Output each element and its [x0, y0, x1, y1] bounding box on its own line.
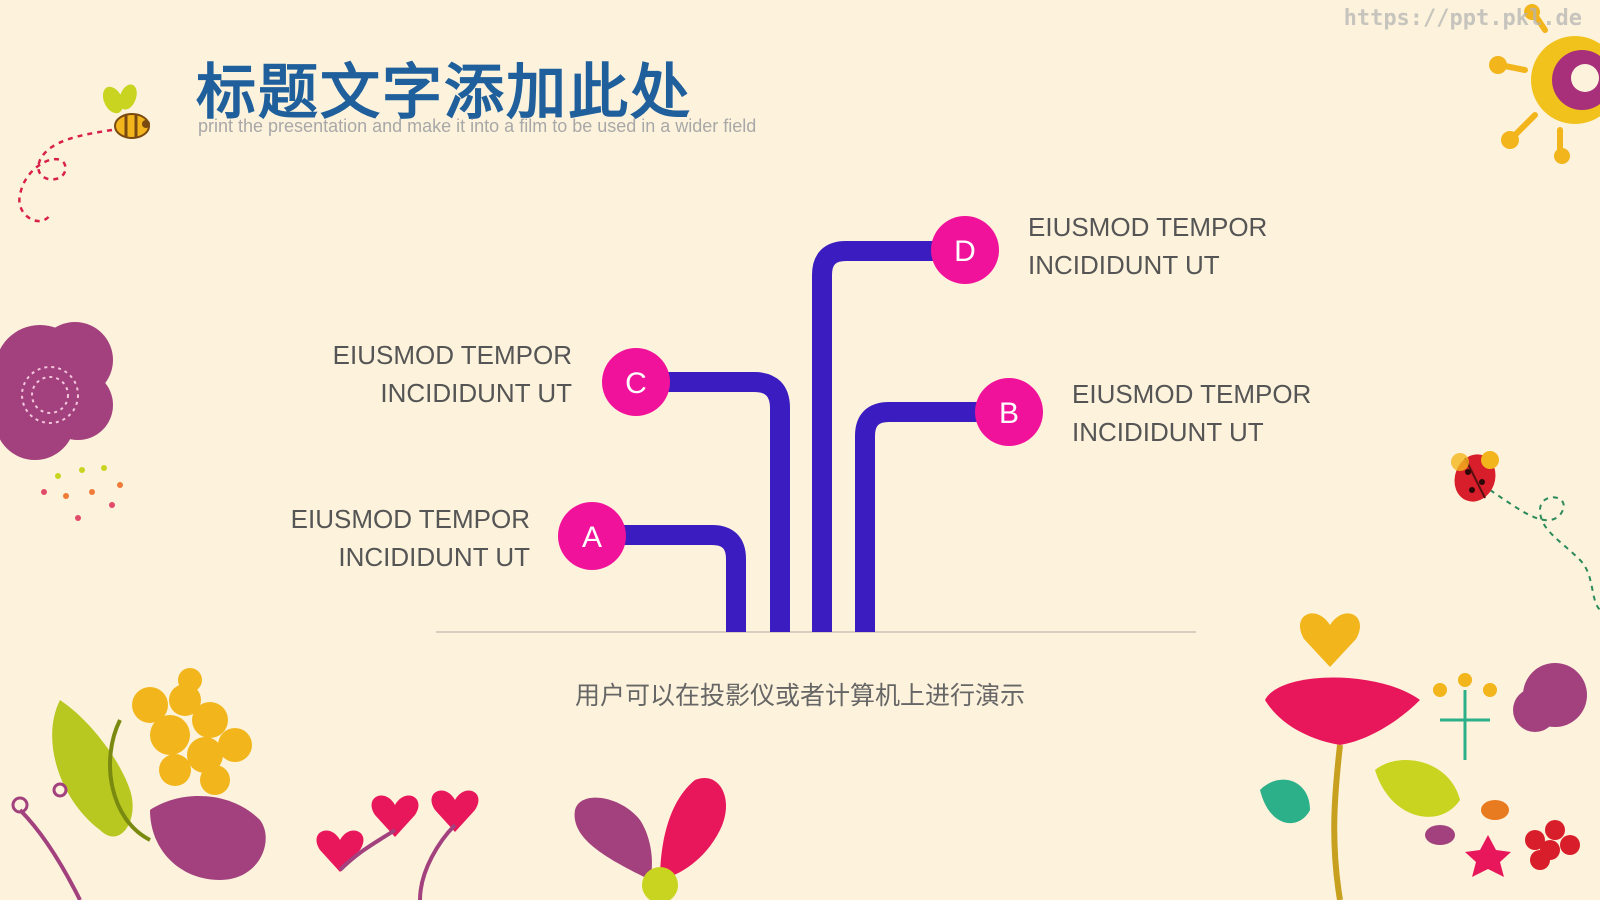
node-c-line2: INCIDIDUNT UT	[380, 378, 572, 408]
node-a-label: EIUSMOD TEMPOR INCIDIDUNT UT	[270, 500, 530, 576]
node-a: A	[558, 502, 626, 570]
node-d: D	[931, 216, 999, 284]
node-c: C	[602, 348, 670, 416]
node-c-line1: EIUSMOD TEMPOR	[332, 340, 572, 370]
stem-c	[665, 372, 790, 632]
stem-b	[855, 402, 1008, 632]
node-b: B	[975, 378, 1043, 446]
node-d-label: EIUSMOD TEMPOR INCIDIDUNT UT	[1028, 208, 1267, 284]
node-b-line1: EIUSMOD TEMPOR	[1072, 379, 1312, 409]
slide-subtitle: print the presentation and make it into …	[198, 116, 757, 136]
node-c-letter: C	[625, 367, 647, 400]
node-b-line2: INCIDIDUNT UT	[1072, 417, 1264, 447]
slide-title: 标题文字添加此处	[196, 58, 692, 128]
ladybug-icon	[1451, 451, 1600, 611]
node-d-letter: D	[954, 235, 976, 268]
node-d-line1: EIUSMOD TEMPOR	[1028, 212, 1268, 242]
node-a-line2: INCIDIDUNT UT	[338, 542, 530, 572]
flower-cluster-icon	[1260, 613, 1587, 900]
bee-icon	[18, 84, 150, 223]
cloud-flower-icon	[0, 322, 123, 521]
node-d-line2: INCIDIDUNT UT	[1028, 250, 1220, 280]
node-a-line1: EIUSMOD TEMPOR	[290, 504, 530, 534]
sun-icon	[1489, 4, 1600, 164]
node-c-label: EIUSMOD TEMPOR INCIDIDUNT UT	[312, 336, 572, 412]
node-b-letter: B	[999, 397, 1019, 430]
node-b-label: EIUSMOD TEMPOR INCIDIDUNT UT	[1072, 375, 1311, 451]
diagram-caption: 用户可以在投影仪或者计算机上进行演示	[574, 681, 1025, 710]
flower-cluster-icon	[574, 778, 726, 900]
stem-d	[812, 241, 965, 632]
flower-cluster-icon	[11, 668, 479, 900]
stem-a	[620, 525, 746, 632]
watermark-text: https://ppt.pkl.de	[1343, 6, 1582, 31]
node-a-letter: A	[582, 521, 602, 554]
